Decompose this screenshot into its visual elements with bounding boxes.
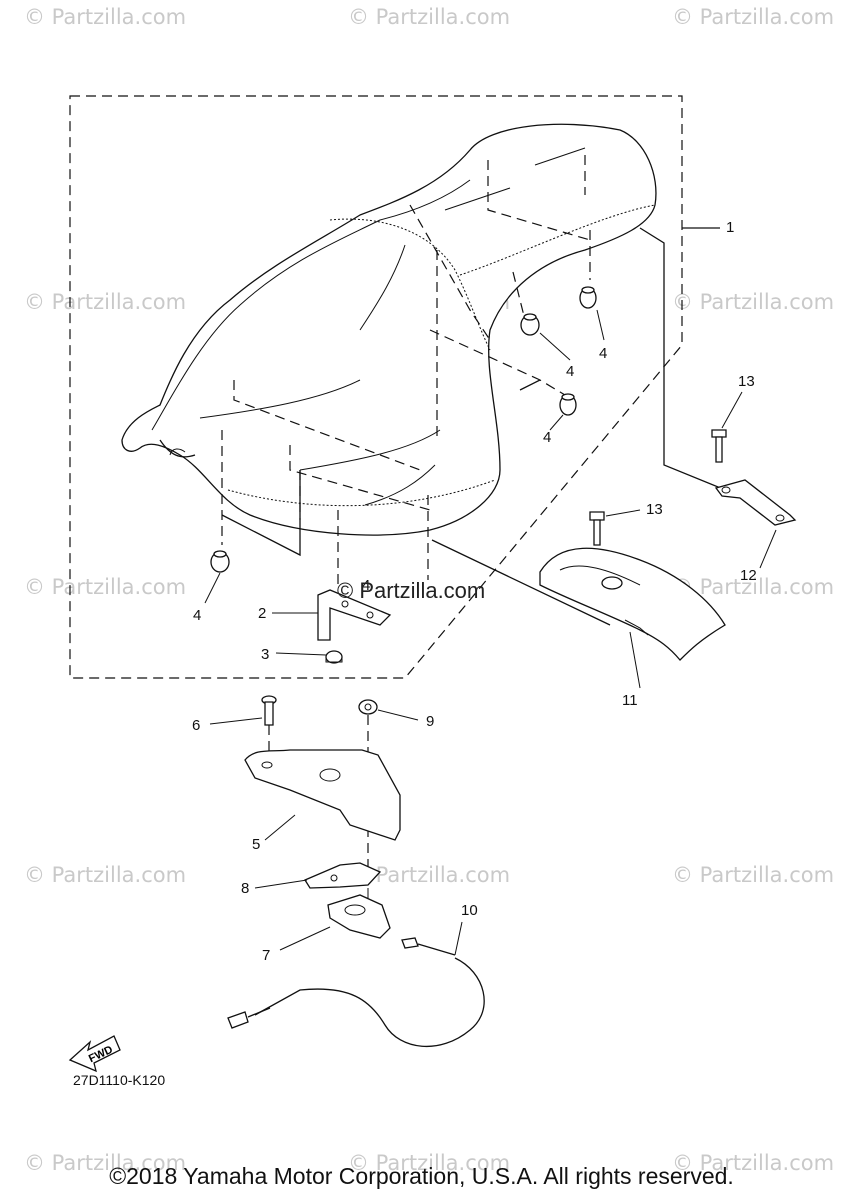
callout-6: 6	[192, 717, 200, 734]
nut-3	[325, 650, 343, 664]
nut-9	[358, 699, 378, 715]
callout-13: 13	[738, 373, 755, 390]
lock-plate-8	[304, 862, 382, 889]
center-watermark: © Partzilla.com	[337, 578, 485, 603]
damper-4a	[579, 286, 597, 309]
watermark: © Partzilla.com	[24, 1151, 186, 1175]
forward-arrow: FWD	[68, 1035, 121, 1073]
callout-10: 10	[461, 902, 478, 919]
watermark: © Partzilla.com	[672, 863, 834, 887]
plate-5	[244, 749, 401, 841]
damper-4b	[520, 313, 540, 336]
callout-8: 8	[241, 880, 249, 897]
damper-parts	[210, 286, 597, 573]
callout-4: 4	[543, 429, 551, 446]
bolt-13a	[711, 429, 727, 463]
callout-4: 4	[566, 363, 574, 380]
watermark: © Partzilla.com	[24, 575, 186, 599]
callout-5: 5	[252, 836, 260, 853]
callout-7: 7	[262, 947, 270, 964]
watermark: © Partzilla.com	[672, 5, 834, 29]
watermark: © Partzilla.com	[672, 1151, 834, 1175]
diagram-code: 27D1110-K120	[73, 1072, 166, 1088]
callout-2: 2	[258, 605, 266, 622]
callout-leaders	[204, 309, 777, 956]
watermark: © Partzilla.com	[672, 290, 834, 314]
callout-3: 3	[261, 646, 269, 663]
fwd-label: FWD	[87, 1044, 115, 1065]
damper-4d	[210, 550, 230, 573]
callout-4: 4	[362, 577, 370, 594]
bolt-13b	[589, 511, 605, 546]
leader-frames	[221, 227, 751, 626]
watermark: © Partzilla.com	[24, 290, 186, 314]
damper-4c	[559, 393, 577, 416]
bracket-2	[317, 589, 392, 641]
watermark: © Partzilla.com	[348, 5, 510, 29]
callout-12: 12	[740, 567, 757, 584]
lock-7	[327, 888, 391, 939]
callout-numbers: 1 2 3 4 4 4 4 4 5 6 7 8 9 10 11 12 13 13	[192, 219, 757, 964]
tray-11	[539, 547, 726, 661]
callout-11: 11	[622, 692, 638, 709]
assembly-boundary	[69, 95, 683, 679]
callout-1: 1	[726, 219, 734, 236]
callout-4: 4	[599, 345, 607, 362]
bolt-6	[261, 695, 277, 726]
bracket-12	[714, 479, 797, 526]
copyright-text: ©2018 Yamaha Motor Corporation, U.S.A. A…	[109, 1163, 734, 1189]
callout-9: 9	[426, 713, 434, 730]
callout-13: 13	[646, 501, 663, 518]
seat-illustration	[121, 123, 657, 536]
watermark: © Partzilla.com	[24, 5, 186, 29]
watermark: © Partzilla.com	[24, 863, 186, 887]
cable-10	[227, 937, 485, 1048]
callout-4: 4	[193, 607, 201, 624]
watermark: © Partzilla.com	[348, 1151, 510, 1175]
